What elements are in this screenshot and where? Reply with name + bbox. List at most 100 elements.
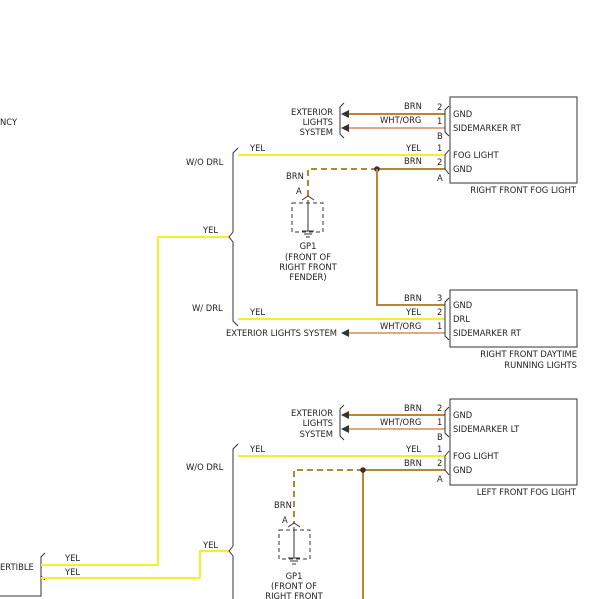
left-fog-ground-conn-label: A (282, 515, 288, 525)
yel-trunks: YEL YEL (157, 147, 239, 599)
drl-wire-color-2: YEL (405, 307, 421, 317)
right-fog-pin-5: 2 (437, 157, 442, 167)
left-fog-ground-connector (287, 522, 301, 528)
right-fog-ground-desc-2: RIGHT FRONT (279, 262, 337, 272)
drl-pin-name-2: DRL (453, 314, 470, 324)
right-fog-pin-name-4: FOG LIGHT (453, 150, 499, 160)
drl-exterior-arrow (341, 329, 349, 337)
drl-yel-lead-label: YEL (249, 307, 265, 317)
right-fog-exterior-bracket (339, 102, 345, 139)
right-fog-wire-color-1: BRN (404, 101, 422, 111)
right-fog-light-title: RIGHT FRONT FOG LIGHT (470, 185, 577, 195)
left-fog-ground-name: GP1 (286, 571, 303, 581)
left-fog-pin-name-1: GND (453, 410, 472, 420)
right-fog-pin-4: 1 (437, 143, 442, 153)
drl-pin-1: 3 (437, 293, 442, 303)
left-fog-pin-name-2: SIDEMARKER LT (453, 424, 520, 434)
right-fog-arrow-brn (341, 110, 349, 118)
left-fog-ground-wire (293, 469, 363, 523)
drl-pin-name-1: GND (453, 300, 472, 310)
right-fog-light-box (449, 96, 578, 184)
right-fog-ground-conn-label: A (296, 186, 302, 196)
cut-label-bottom: ERTIBLE (0, 562, 34, 572)
left-edge: NCY ERTIBLE YEL YEL (0, 117, 200, 597)
left-fog-light-box (449, 398, 578, 486)
right-fog-connector-a (444, 149, 450, 175)
drl-section: RIGHT FRONT DAYTIME RUNNING LIGHTS BRN Y… (192, 169, 578, 370)
left-connector-bracket (0, 552, 46, 597)
drl-pin-3: 1 (437, 321, 442, 331)
right-fog-pin-name-5: GND (453, 164, 472, 174)
right-fog-pin-3: B (437, 131, 443, 141)
right-fog-pin-2: 1 (437, 116, 442, 126)
drl-wire-color-3: WHT/ORG (380, 321, 421, 331)
drl-option-label: W/ DRL (192, 303, 223, 313)
drl-wire-color-1: BRN (404, 293, 422, 303)
right-fog-ground-wire-label: BRN (286, 171, 304, 181)
right-fog-option-label: W/O DRL (186, 157, 224, 167)
left-fog-arrow-brn (341, 411, 349, 419)
right-fog-ground-name: GP1 (300, 241, 317, 251)
left-fog-wire-color-5: BRN (404, 458, 422, 468)
left-wire-upper-label: YEL (64, 553, 80, 563)
right-fog-pin-name-2: SIDEMARKER RT (453, 123, 522, 133)
splice-bracket-lower (228, 443, 239, 599)
right-fog-arrow-wht-org (341, 124, 349, 132)
left-fog-exterior-label-3: SYSTEM (300, 429, 333, 439)
right-fog-pin-6: A (437, 173, 443, 183)
left-fog-pin-1: 2 (437, 403, 442, 413)
right-fog-ground-connector (301, 195, 315, 201)
right-fog-ground-desc-1: (FRONT OF (285, 252, 331, 262)
left-fog-pin-name-4: FOG LIGHT (453, 451, 499, 461)
left-fog-ground-desc-1: (FRONT OF (271, 581, 317, 591)
left-fog-connector-a (444, 450, 450, 476)
drl-title-1: RIGHT FRONT DAYTIME (480, 349, 577, 359)
right-fog-connector-b (444, 105, 450, 137)
left-fog-pin-5: 2 (437, 458, 442, 468)
drl-pin-2: 2 (437, 307, 442, 317)
left-fog-arrow-wht-org (341, 425, 349, 433)
right-fog-exterior-label-3: SYSTEM (300, 127, 333, 137)
right-fog-pin-name-1: GND (453, 109, 472, 119)
left-fog-light-section: LEFT FRONT FOG LIGHT EXTERIOR LIGHTS SYS… (186, 398, 578, 599)
right-fog-exterior-label-2: LIGHTS (303, 117, 333, 127)
drl-connector (444, 297, 450, 341)
left-fog-connector-b (444, 406, 450, 438)
left-wire-lower-label: YEL (64, 567, 80, 577)
left-fog-ground-wire-label: BRN (274, 500, 292, 510)
left-fog-yel-lead-label: YEL (249, 444, 265, 454)
left-fog-splice-dot (360, 467, 366, 473)
splice-bracket-upper (228, 147, 239, 327)
right-fog-wire-color-2: WHT/ORG (380, 115, 421, 125)
trunk-upper-label: YEL (202, 225, 218, 235)
drl-box (449, 289, 578, 348)
left-fog-pin-4: 1 (437, 444, 442, 454)
left-fog-option-label: W/O DRL (186, 462, 224, 472)
left-fog-pin-name-5: GND (453, 465, 472, 475)
right-fog-ground-desc-3: FENDER) (289, 272, 326, 282)
left-fog-light-title: LEFT FRONT FOG LIGHT (477, 487, 577, 497)
left-fog-exterior-label-1: EXTERIOR (291, 408, 333, 418)
drl-pin-name-3: SIDEMARKER RT (453, 328, 522, 338)
left-fog-wire-color-4: YEL (405, 444, 421, 454)
right-fog-light-section: RIGHT FRONT FOG LIGHT EXTERIOR LIGHTS SY… (186, 96, 578, 282)
left-fog-wire-color-1: BRN (404, 403, 422, 413)
right-fog-exterior-label-1: EXTERIOR (291, 107, 333, 117)
drl-exterior-label: EXTERIOR LIGHTS SYSTEM (226, 328, 337, 338)
drl-title-2: RUNNING LIGHTS (504, 360, 577, 370)
left-fog-pin-3: B (437, 432, 443, 442)
right-fog-wire-color-4: YEL (405, 143, 421, 153)
right-fog-pin-1: 2 (437, 102, 442, 112)
trunk-yel-lower (199, 550, 230, 578)
right-fog-wire-color-5: BRN (404, 156, 422, 166)
cut-label-top: NCY (0, 117, 18, 127)
left-fog-pin-6: A (437, 474, 443, 484)
left-fog-pin-2: 1 (437, 417, 442, 427)
left-fog-ground-desc-2: RIGHT FRONT (265, 591, 323, 599)
trunk-yel-upper (157, 236, 230, 565)
right-fog-yel-lead-label: YEL (249, 143, 265, 153)
left-fog-exterior-bracket (339, 404, 345, 441)
trunk-lower-label: YEL (202, 540, 218, 550)
left-fog-wire-color-2: WHT/ORG (380, 417, 421, 427)
